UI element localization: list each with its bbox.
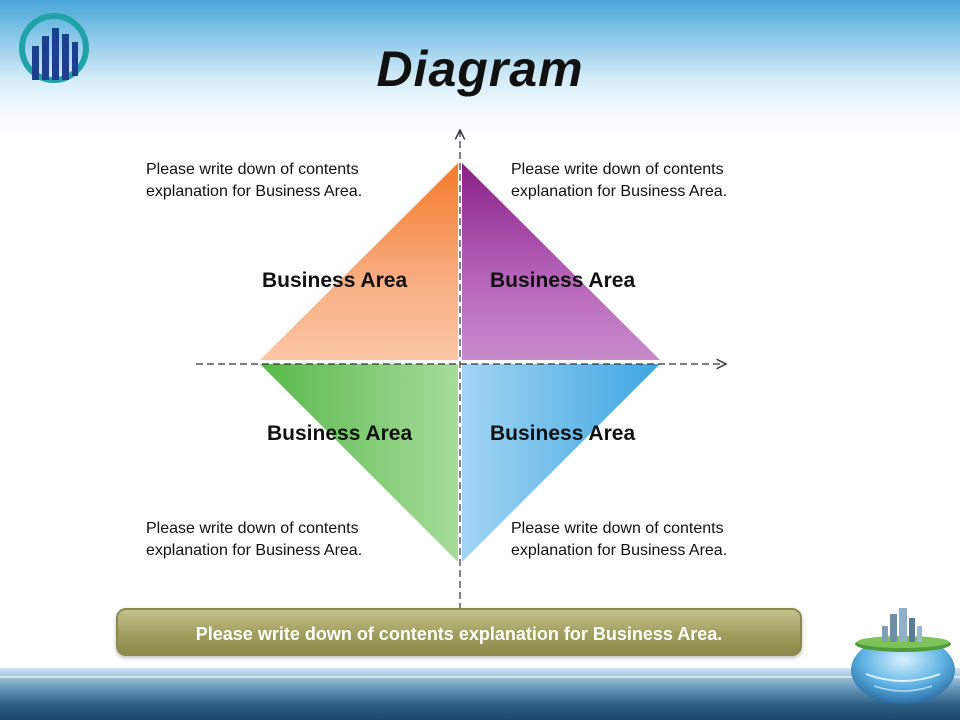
label-bottom-left: Business Area bbox=[267, 422, 413, 445]
bar-chart-logo-icon bbox=[19, 13, 89, 83]
caption-bottom-right: Please write down of contents explanatio… bbox=[511, 520, 728, 559]
caption-bottom-left: Please write down of contents explanatio… bbox=[146, 520, 363, 559]
quadrant-top-right-shape bbox=[462, 163, 660, 360]
quadrant-bottom-left-shape bbox=[260, 364, 458, 562]
summary-banner: Please write down of contents explanatio… bbox=[116, 608, 802, 656]
quadrant-top-left-shape bbox=[260, 163, 458, 360]
label-top-right: Business Area bbox=[490, 269, 636, 292]
caption-top-right: Please write down of contents explanatio… bbox=[511, 161, 728, 200]
caption-top-left: Please write down of contents explanatio… bbox=[146, 161, 363, 200]
slide-title: Diagram bbox=[376, 41, 584, 97]
label-top-left: Business Area bbox=[262, 269, 408, 292]
bottom-decorative-band bbox=[0, 668, 960, 720]
quadrant-bottom-right-shape bbox=[462, 364, 660, 562]
globe-city-icon bbox=[851, 608, 955, 704]
label-bottom-right: Business Area bbox=[490, 422, 636, 445]
